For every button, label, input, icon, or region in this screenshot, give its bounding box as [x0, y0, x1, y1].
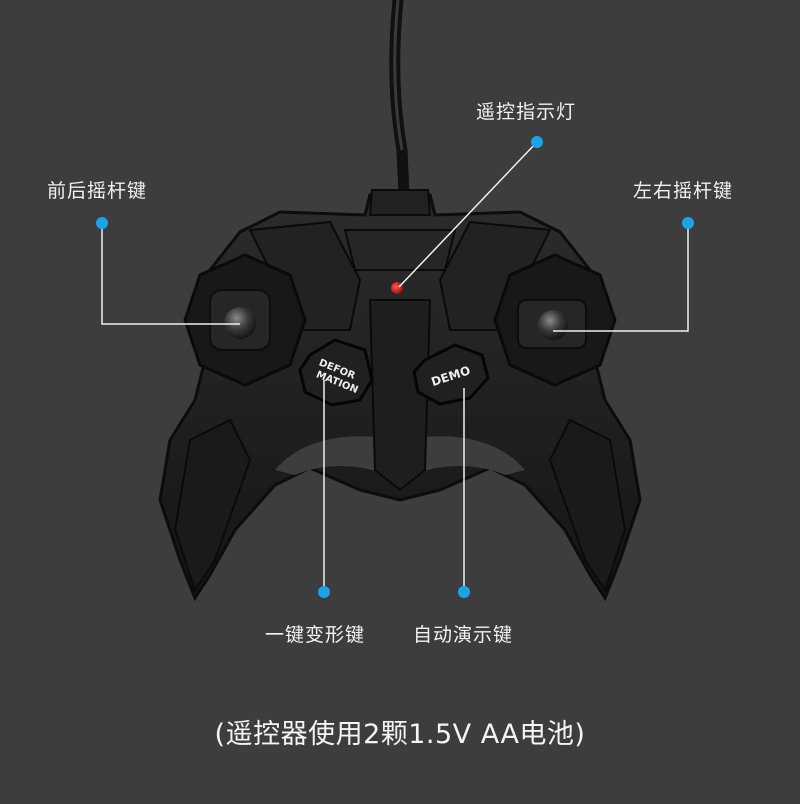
forward-back-stick-label: 前后摇杆键: [47, 180, 148, 202]
callout-dots: [96, 136, 694, 598]
remote-indicator-label: 遥控指示灯: [476, 101, 577, 123]
demo-button-label: 自动演示键: [413, 624, 514, 646]
callout-lines: [101, 141, 689, 591]
left-right-joystick[interactable]: [493, 253, 617, 387]
forward-back-joystick[interactable]: [183, 253, 307, 387]
deform-button-label: 一键变形键: [265, 624, 366, 646]
controller-body: [158, 189, 642, 602]
battery-caption: (遥控器使用2颗1.5V AA电池): [214, 719, 586, 750]
left-right-stick-label: 左右摇杆键: [633, 180, 734, 202]
demo-button[interactable]: DEMO: [412, 343, 490, 406]
deformation-button[interactable]: DEFOR MATION: [298, 338, 374, 407]
